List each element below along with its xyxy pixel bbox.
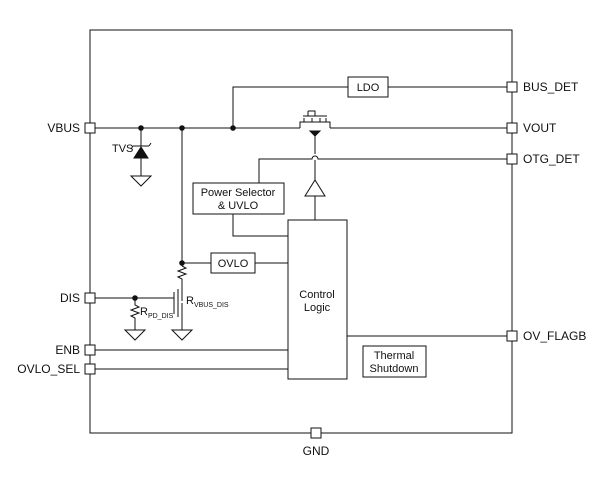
otg-det-line [258, 155, 507, 183]
rpd-label: RPD_DIS [140, 306, 174, 320]
ldo-block [347, 76, 389, 98]
control-logic-label-2: Logic [304, 302, 331, 314]
label-otg-det: OTG_DET [523, 152, 580, 166]
rvbus-label-main: R [186, 295, 194, 307]
rpd-label-main: R [140, 306, 148, 318]
label-dis: DIS [60, 291, 80, 305]
label-enb: ENB [55, 343, 80, 357]
pin-vout [506, 122, 518, 134]
thermal-label-2: Shutdown [370, 363, 419, 375]
control-logic-label-1: Control [299, 289, 334, 301]
label-ov-flagb: OV_FLAGB [523, 329, 586, 343]
rpd-resistor [129, 298, 141, 330]
thermal-label-1: Thermal [374, 350, 414, 362]
pin-ov-flagb [506, 330, 518, 342]
rpd-label-sub: PD_DIS [148, 313, 174, 320]
thermal-shutdown-block [362, 345, 427, 378]
rvbus-resistor [176, 265, 188, 283]
control-logic-block [287, 219, 348, 380]
rvbus-label-sub: VBUS_DIS [194, 302, 229, 309]
pin-bus-det [506, 81, 518, 93]
power-selector-label-1: Power Selector [201, 187, 276, 199]
pin-dis [84, 292, 96, 304]
ovlo-label: OVLO [218, 258, 249, 270]
label-gnd: GND [303, 444, 330, 458]
label-bus-det: BUS_DET [523, 80, 579, 94]
label-ovlo-sel: OVLO_SEL [17, 362, 80, 376]
pin-vbus [84, 122, 96, 134]
pin-ovlo-sel [84, 363, 96, 375]
chip-outline [89, 29, 513, 434]
pin-otg-det [506, 153, 518, 165]
tvs-diode [129, 128, 153, 187]
label-vout: VOUT [523, 121, 557, 135]
pin-gnd [310, 427, 322, 439]
power-selector-block [192, 182, 285, 215]
pass-fet [299, 110, 331, 154]
label-vbus: VBUS [47, 121, 80, 135]
rvbus-label: RVBUS_DIS [186, 295, 229, 309]
gate-driver [304, 179, 326, 197]
tvs-label: TVS [112, 143, 133, 155]
pin-enb [84, 344, 96, 356]
power-selector-label-2: & UVLO [218, 200, 259, 212]
ldo-label: LDO [357, 82, 380, 94]
ldo-path [232, 86, 507, 128]
